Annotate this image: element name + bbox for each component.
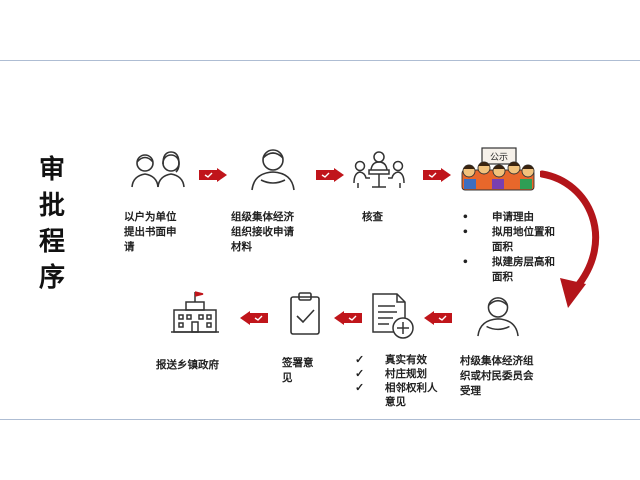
bullet-icon: •: [462, 226, 469, 238]
list-item: • 申请理由: [462, 211, 534, 223]
title-char: 序: [38, 263, 65, 293]
review-checklist: ✓ 真实有效 ✓ 村庄规划 ✓ 相邻权利人 意见: [355, 353, 465, 409]
check-icon: ✓: [355, 381, 365, 394]
check-icon: ✓: [355, 353, 365, 366]
step-submit-to-township-label: 报送乡镇政府: [156, 359, 219, 371]
step-verify-label: 核查: [362, 211, 383, 223]
list-item: ✓ 村庄规划: [355, 367, 427, 380]
step-village-accept-label: 村级集体经济组 织或村民委员会 受理: [460, 355, 534, 397]
bullet-icon: •: [462, 211, 469, 223]
flow-arrow: [316, 168, 344, 182]
top-rule: [0, 60, 640, 61]
list-item: • 拟用地位置和 面积: [462, 226, 555, 253]
title-char: 批: [38, 191, 65, 221]
list-item: ✓ 真实有效: [355, 353, 427, 366]
flow-arrow: [334, 311, 362, 325]
curved-flow-arrow: [540, 170, 600, 308]
person-icon: [477, 297, 519, 337]
document-add-icon: [372, 293, 414, 339]
meeting-icon: [353, 151, 405, 188]
public-notice-items: • 申请理由 • 拟用地位置和 面积 • 拟建房层高和 面积: [462, 210, 582, 285]
flow-arrow: [424, 311, 452, 325]
title-char: 审: [38, 155, 65, 185]
list-item: ✓ 相邻权利人 意见: [355, 381, 438, 408]
list-item: • 拟建房层高和 面积: [462, 256, 555, 283]
check-icon: ✓: [355, 367, 365, 380]
title-char: 程: [38, 227, 65, 257]
bottom-rule: [0, 419, 640, 420]
clipboard-check-icon: [290, 292, 320, 335]
page-title: 审 批 程 序: [34, 152, 70, 296]
step-receive-materials-label: 组级集体经济 组织接收申请 材料: [231, 211, 294, 253]
two-people-icon: [131, 151, 185, 188]
flow-arrow: [423, 168, 451, 182]
step-submit-application-label: 以户为单位 提出书面申 请: [124, 211, 177, 253]
notice-sign-text: 公示: [490, 152, 508, 163]
flow-arrow: [199, 168, 227, 182]
step-sign-opinion-label: 签署意 见: [282, 357, 314, 384]
government-building-icon: [171, 291, 219, 333]
person-icon: [251, 149, 295, 191]
bullet-icon: •: [462, 256, 469, 268]
public-notice-icon: 公示: [461, 147, 535, 191]
flow-arrow: [240, 311, 268, 325]
